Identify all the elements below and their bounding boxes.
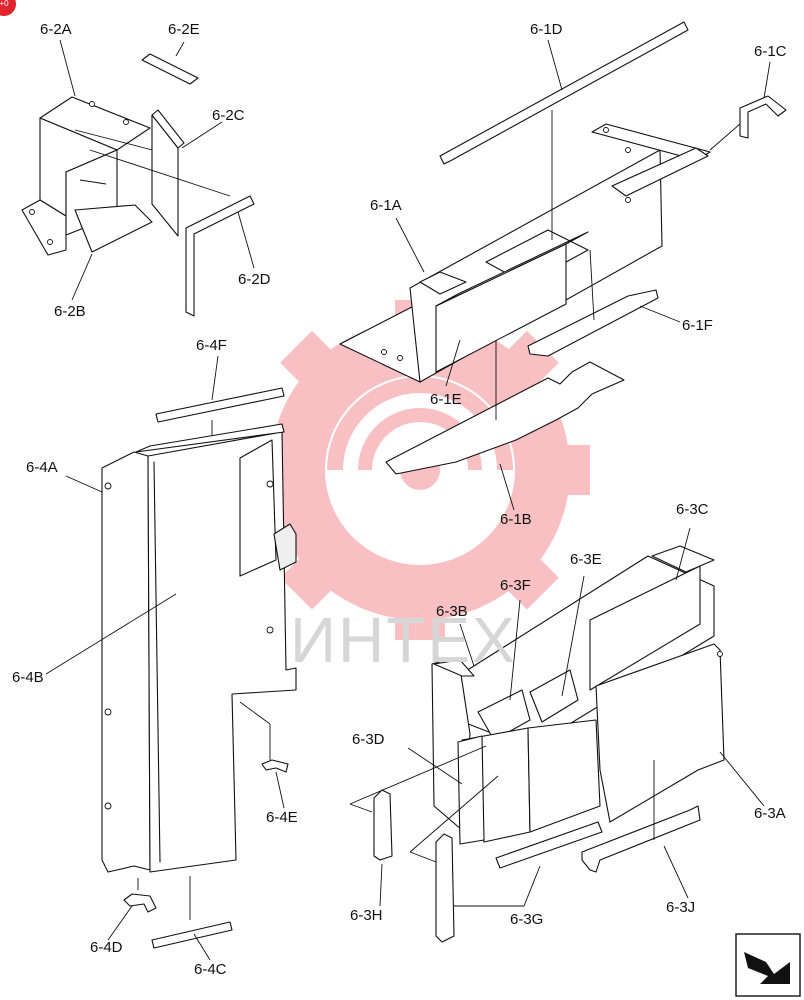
label-6-2B: 6-2B — [54, 303, 86, 320]
part-6-3J-angle — [581, 805, 701, 873]
leaders-group-6-1 — [395, 39, 771, 511]
label-6-3E: 6-3E — [570, 551, 602, 568]
part-6-4C-strip — [151, 921, 233, 949]
leaders-group-6-2 — [59, 39, 255, 301]
part-6-3G-strip — [495, 821, 603, 869]
part-6-4D-clip — [123, 893, 157, 913]
corner-badge: +0 — [0, 0, 16, 16]
label-6-4D: 6-4D — [90, 939, 123, 956]
part-6-1F-block — [527, 289, 659, 357]
part-6-2D-angle — [185, 195, 255, 317]
part-6-2B-plate — [74, 204, 153, 253]
label-6-3H: 6-3H — [350, 907, 383, 924]
part-6-1B-plate — [385, 361, 625, 475]
part-6-2C-panel — [151, 109, 185, 237]
leaders-group-6-3 — [349, 527, 765, 907]
part-6-1C-clip — [739, 95, 787, 139]
label-6-4F: 6-4F — [196, 337, 227, 354]
label-6-2A: 6-2A — [40, 21, 72, 38]
part-6-4E-clip — [261, 759, 289, 773]
label-6-3F: 6-3F — [500, 577, 531, 594]
part-6-3E-insert — [529, 669, 579, 723]
label-6-3G: 6-3G — [510, 911, 544, 928]
label-6-2C: 6-2C — [212, 107, 245, 124]
label-6-3D: 6-3D — [352, 731, 385, 748]
part-6-3F-insert — [477, 689, 531, 741]
label-6-1F: 6-1F — [682, 317, 713, 334]
part-6-1D-rail — [439, 21, 689, 165]
label-6-1A: 6-1A — [370, 197, 402, 214]
label-6-3J: 6-3J — [666, 899, 696, 916]
label-6-1E: 6-1E — [430, 391, 462, 408]
label-6-4A: 6-4A — [26, 459, 58, 476]
next-page-arrow-icon[interactable] — [735, 933, 801, 997]
part-6-3A-panel — [595, 643, 725, 823]
part-6-3D-strip — [457, 735, 485, 845]
part-6-3H-post — [373, 789, 393, 861]
part-6-4A-panel — [101, 423, 297, 873]
part-6-3G-post — [435, 833, 455, 943]
leaders-group-6-4 — [45, 355, 285, 961]
label-6-3B: 6-3B — [436, 603, 468, 620]
label-6-2D: 6-2D — [238, 271, 271, 288]
label-6-1D: 6-1D — [530, 21, 563, 38]
label-6-3A: 6-3A — [754, 805, 786, 822]
watermark-text: ИНТЕХ — [290, 604, 517, 676]
label-6-2E: 6-2E — [168, 21, 200, 38]
label-6-3C: 6-3C — [676, 501, 709, 518]
label-6-1C: 6-1C — [754, 43, 787, 60]
label-6-4C: 6-4C — [194, 961, 227, 978]
part-6-1E-block — [435, 231, 589, 373]
label-6-1B: 6-1B — [500, 511, 532, 528]
part-6-2E-strip — [141, 53, 199, 85]
part-6-4F-strip — [155, 387, 285, 423]
label-6-4B: 6-4B — [12, 669, 44, 686]
label-6-4E: 6-4E — [266, 809, 298, 826]
